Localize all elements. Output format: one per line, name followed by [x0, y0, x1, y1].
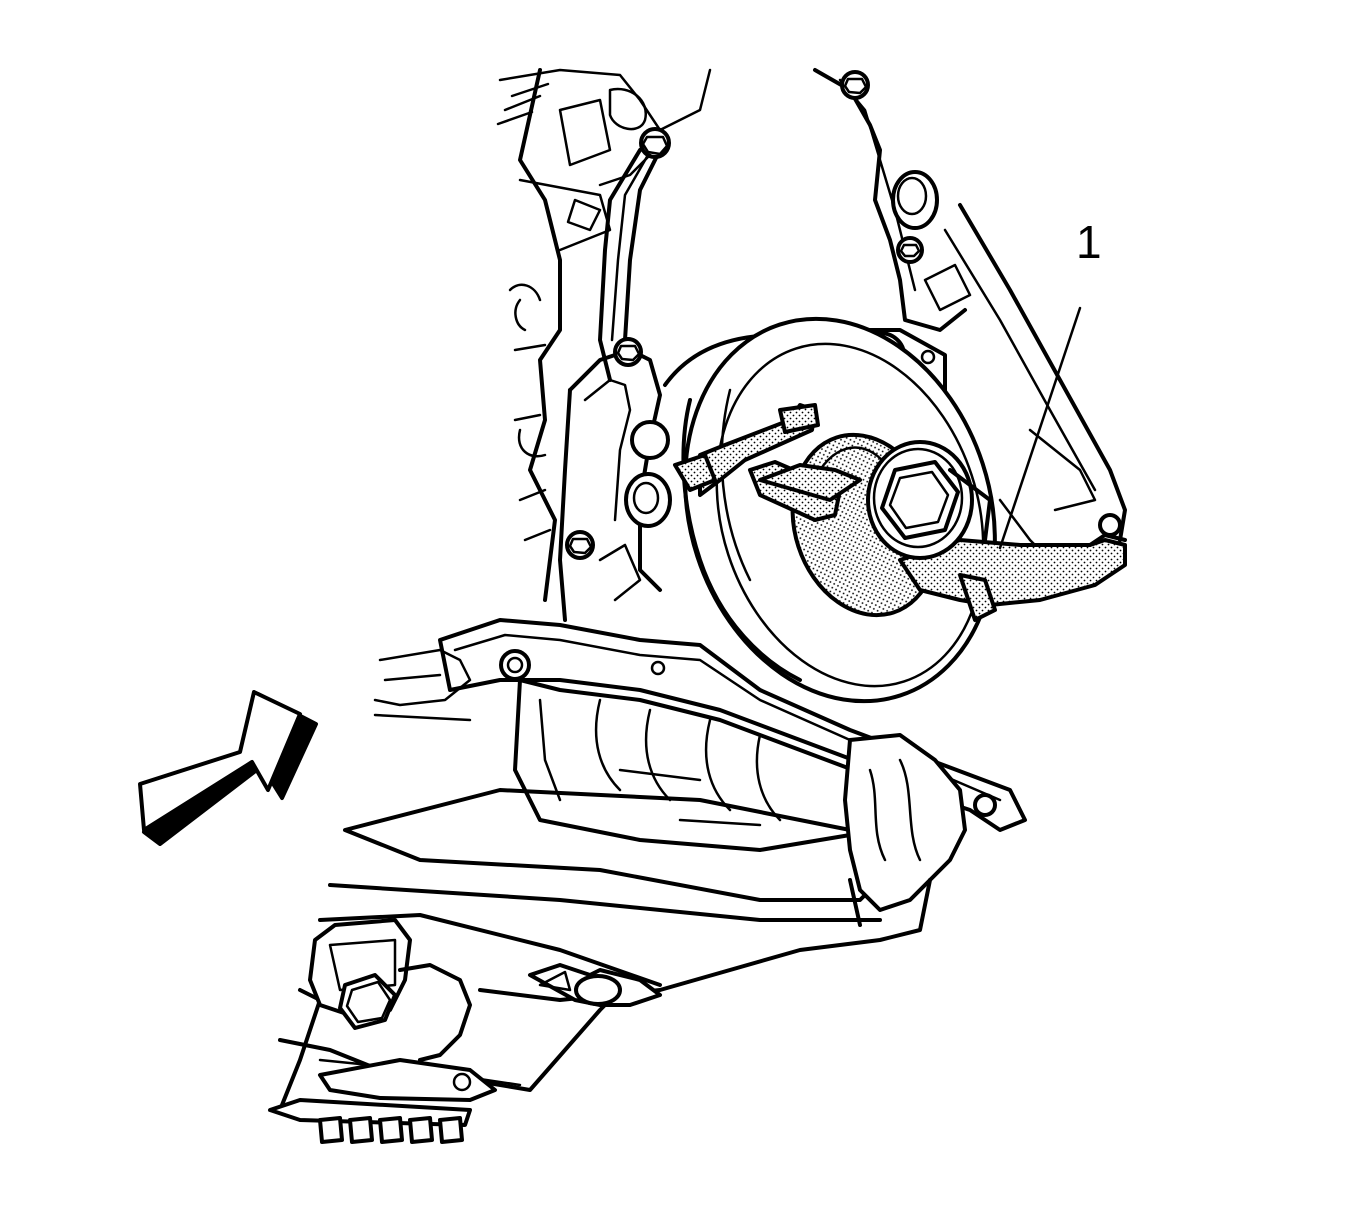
callout-1-label: 1	[1076, 216, 1102, 268]
callout-1: 1	[998, 216, 1102, 550]
callout-1-leader	[998, 306, 1082, 550]
view-direction-arrow	[138, 690, 318, 846]
lower-crankcase	[268, 913, 662, 1144]
oil-level-sensor	[308, 918, 472, 1062]
front-cover-left	[558, 337, 672, 622]
drain-plug	[528, 963, 662, 1007]
engine-block	[496, 68, 712, 602]
crankshaft-bolt	[866, 440, 992, 560]
transmission-edge	[373, 648, 472, 722]
crankshaft-holder-tool	[673, 403, 1127, 622]
bolt-row	[318, 1116, 464, 1144]
oil-pan	[328, 618, 1027, 1002]
timing-cover-upper	[813, 68, 1127, 562]
